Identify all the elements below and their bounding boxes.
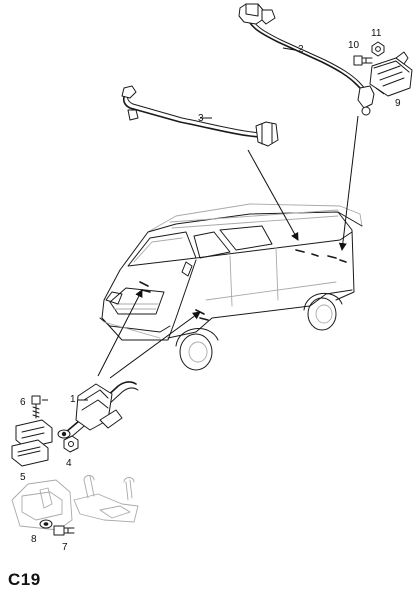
callout-11: 11 [371,28,382,39]
nut-part-4 [63,435,79,453]
mounting-plate-part-5 [11,419,53,467]
page-code-label: C19 [8,570,41,589]
callout-9: 9 [395,98,401,109]
callout-5: 5 [20,472,26,483]
wiring-harness-part-2 [238,3,375,116]
bolt-part-10 [353,55,373,66]
callout-1: 1 [70,394,76,405]
assembly-arrows [97,115,359,379]
screw-part-6 [31,395,41,419]
callout-10: 10 [348,40,360,51]
callout-leaders [42,47,385,401]
callout-7: 7 [62,542,68,553]
door-check-strap-part-1 [57,381,139,439]
washer-part-8 [39,519,53,529]
nut-part-11 [371,41,385,57]
callout-6: 6 [20,397,26,408]
bolt-part-7 [53,525,75,536]
van-body [99,203,363,371]
callout-2: 2 [298,44,304,55]
connector-block-part-9 [369,51,413,97]
callout-8: 8 [31,534,37,545]
door-hinge-ghost-view [11,475,139,531]
callout-4: 4 [66,458,72,469]
callout-3: 3 [198,113,204,124]
wiring-harness-part-3 [121,85,279,147]
